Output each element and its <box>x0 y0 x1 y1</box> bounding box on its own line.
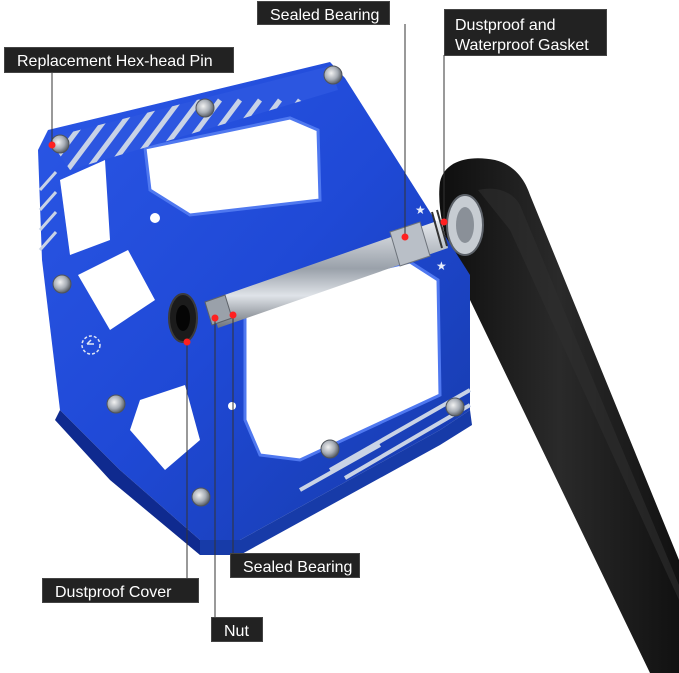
callout-text: Sealed Bearing <box>270 7 380 24</box>
callout-text-line1: Dustproof and <box>455 17 556 34</box>
crank-arm <box>439 158 679 673</box>
callout-dustproof-waterproof-gasket: Dustproof and Waterproof Gasket <box>444 9 607 56</box>
marker-dots <box>48 141 448 346</box>
svg-text:★: ★ <box>436 259 447 273</box>
leader-lines <box>51 24 445 618</box>
pedal-pins <box>50 65 465 507</box>
callout-sealed-bearing-bottom: Sealed Bearing <box>230 553 360 578</box>
callout-text: Dustproof Cover <box>55 584 172 601</box>
spindle: ★ ★ <box>204 194 484 328</box>
callout-sealed-bearing-top: Sealed Bearing <box>257 1 390 25</box>
callout-text: Replacement Hex-head Pin <box>17 53 213 70</box>
callout-text: Sealed Bearing <box>243 559 353 576</box>
callout-text: Nut <box>224 623 249 640</box>
dustproof-cover-part <box>168 293 198 343</box>
callout-text-line2: Waterproof Gasket <box>455 37 589 54</box>
brand-logo-icon <box>81 335 101 355</box>
callout-replacement-hex-head-pin: Replacement Hex-head Pin <box>4 47 234 73</box>
callout-dustproof-cover: Dustproof Cover <box>42 578 199 603</box>
callout-nut: Nut <box>211 617 263 642</box>
svg-text:★: ★ <box>415 203 426 217</box>
